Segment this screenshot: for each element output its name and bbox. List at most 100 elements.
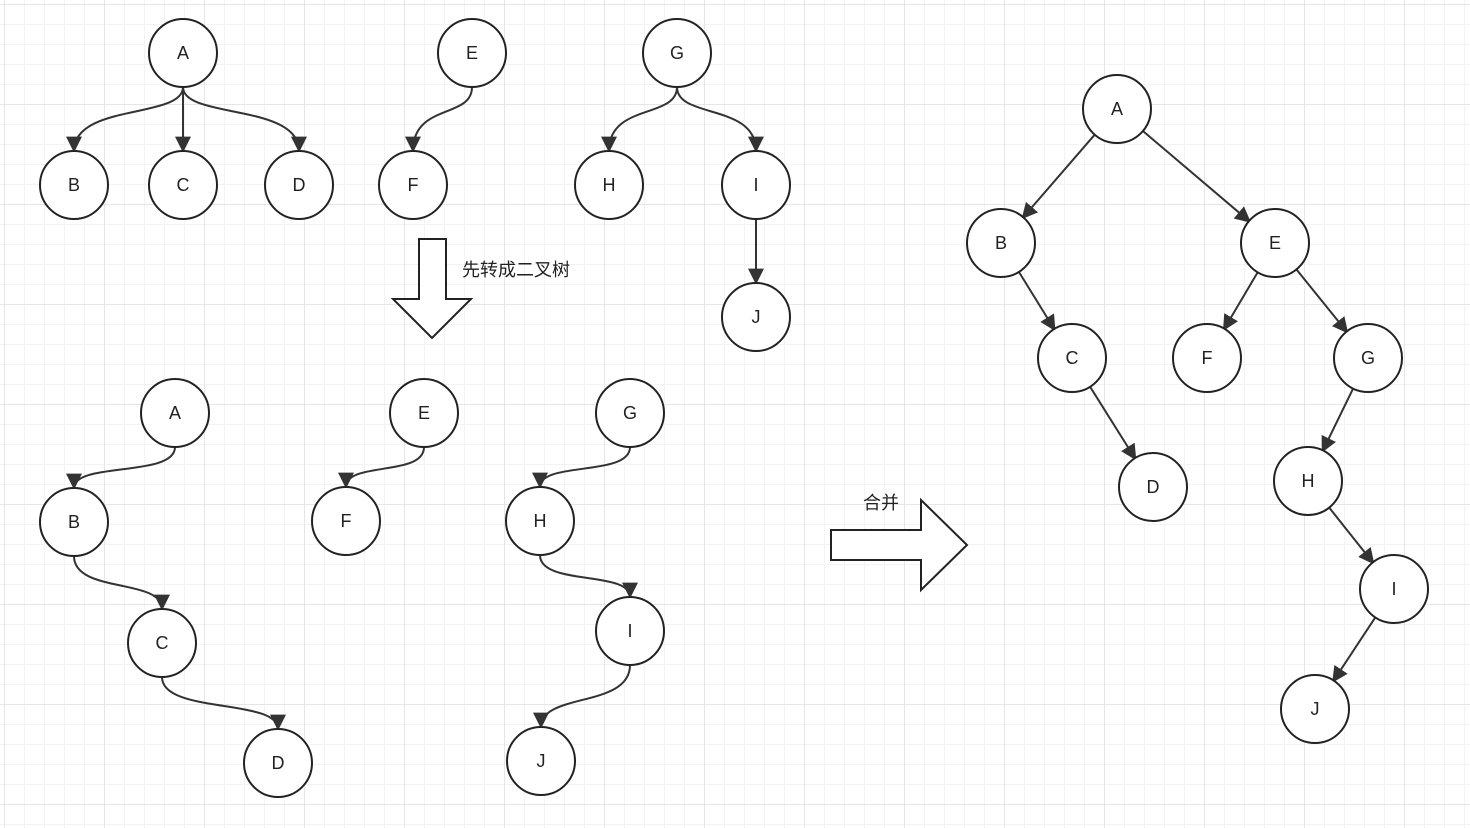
node-label: D: [1147, 477, 1160, 497]
binary-trees-edge-g-h: [532, 446, 631, 489]
node-label: B: [68, 175, 80, 195]
node-label: F: [408, 175, 419, 195]
forest-node-f: F: [378, 150, 448, 220]
node-circle: [389, 378, 459, 448]
node-circle: [140, 378, 210, 448]
node-circle: [1273, 446, 1343, 516]
node-circle: [1082, 74, 1152, 144]
node-circle: [721, 282, 791, 352]
node-label: E: [418, 403, 430, 423]
merge-right-arrow: [830, 497, 969, 593]
binary-trees-edge-b-c: [73, 555, 170, 611]
forest-node-h: H: [574, 150, 644, 220]
node-circle: [243, 728, 313, 798]
merged-tree-node-d: D: [1118, 452, 1188, 522]
forest-edge-e-f: [405, 86, 473, 153]
edges-layer: [66, 86, 1377, 731]
merged-tree-edge-g-h: [1321, 388, 1354, 453]
forest-edge-g-i: [676, 86, 764, 153]
node-label: A: [1111, 99, 1123, 119]
node-label: H: [603, 175, 616, 195]
forest-node-g: G: [642, 18, 712, 88]
node-circle: [506, 726, 576, 796]
convert-down-arrow: [390, 238, 474, 340]
forest-node-a: A: [148, 18, 218, 88]
node-label: B: [995, 233, 1007, 253]
forest-edge-g-h: [601, 86, 678, 153]
binary-trees-node-g: G: [595, 378, 665, 448]
node-circle: [505, 486, 575, 556]
node-label: J: [752, 307, 761, 327]
forest-edge-a-b: [66, 86, 184, 153]
node-circle: [148, 18, 218, 88]
merged-tree-node-b: B: [966, 208, 1036, 278]
binary-trees-node-f: F: [311, 486, 381, 556]
node-label: G: [1361, 348, 1375, 368]
merged-tree-node-c: C: [1037, 323, 1107, 393]
node-circle: [1359, 554, 1429, 624]
binary-trees-node-j: J: [506, 726, 576, 796]
node-label: J: [1311, 699, 1320, 719]
merged-tree-edge-e-f: [1222, 271, 1259, 331]
node-circle: [642, 18, 712, 88]
merge-caption: 合并: [863, 493, 899, 514]
node-circle: [1172, 323, 1242, 393]
node-label: I: [753, 175, 758, 195]
binary-trees-edge-i-j: [533, 664, 631, 729]
node-label: C: [156, 633, 169, 653]
node-label: D: [272, 753, 285, 773]
merged-tree-edge-c-d: [1089, 386, 1137, 461]
node-label: B: [68, 512, 80, 532]
forest-node-c: C: [148, 150, 218, 220]
forest-node-j: J: [721, 282, 791, 352]
node-label: F: [1202, 348, 1213, 368]
node-circle: [39, 487, 109, 557]
forest-node-d: D: [264, 150, 334, 220]
node-circle: [127, 608, 197, 678]
node-label: A: [177, 43, 189, 63]
node-circle: [148, 150, 218, 220]
binary-trees-node-h: H: [505, 486, 575, 556]
node-circle: [595, 596, 665, 666]
node-circle: [1280, 674, 1350, 744]
merged-tree-edge-a-e: [1142, 130, 1252, 223]
merged-tree-edge-b-c: [1018, 271, 1056, 332]
node-circle: [39, 150, 109, 220]
merged-tree-node-f: F: [1172, 323, 1242, 393]
node-circle: [437, 18, 507, 88]
node-label: E: [466, 43, 478, 63]
forest-edge-a-d: [182, 86, 307, 153]
binary-trees-node-i: I: [595, 596, 665, 666]
binary-trees-node-c: C: [127, 608, 197, 678]
node-label: C: [177, 175, 190, 195]
merged-tree-edge-i-j: [1332, 616, 1377, 683]
merged-tree-edge-a-b: [1021, 134, 1096, 220]
convert-caption: 先转成二叉树: [462, 260, 570, 281]
node-circle: [1240, 208, 1310, 278]
forest-node-i: I: [721, 150, 791, 220]
node-circle: [1333, 323, 1403, 393]
merged-tree-node-j: J: [1280, 674, 1350, 744]
binary-trees-edge-c-d: [161, 676, 286, 731]
forest-node-e: E: [437, 18, 507, 88]
merged-tree-edge-e-g: [1295, 268, 1349, 334]
forest-node-b: B: [39, 150, 109, 220]
binary-trees-node-a: A: [140, 378, 210, 448]
node-circle: [311, 486, 381, 556]
node-label: E: [1269, 233, 1281, 253]
node-circle: [966, 208, 1036, 278]
merged-tree-node-i: I: [1359, 554, 1429, 624]
binary-trees-edge-e-f: [338, 446, 425, 489]
node-label: D: [293, 175, 306, 195]
binary-trees-node-b: B: [39, 487, 109, 557]
node-label: C: [1066, 348, 1079, 368]
node-label: J: [537, 751, 546, 771]
node-label: H: [1302, 471, 1315, 491]
node-circle: [378, 150, 448, 220]
node-label: G: [623, 403, 637, 423]
node-circle: [264, 150, 334, 220]
binary-trees-edge-h-i: [539, 554, 638, 599]
merged-tree-node-e: E: [1240, 208, 1310, 278]
